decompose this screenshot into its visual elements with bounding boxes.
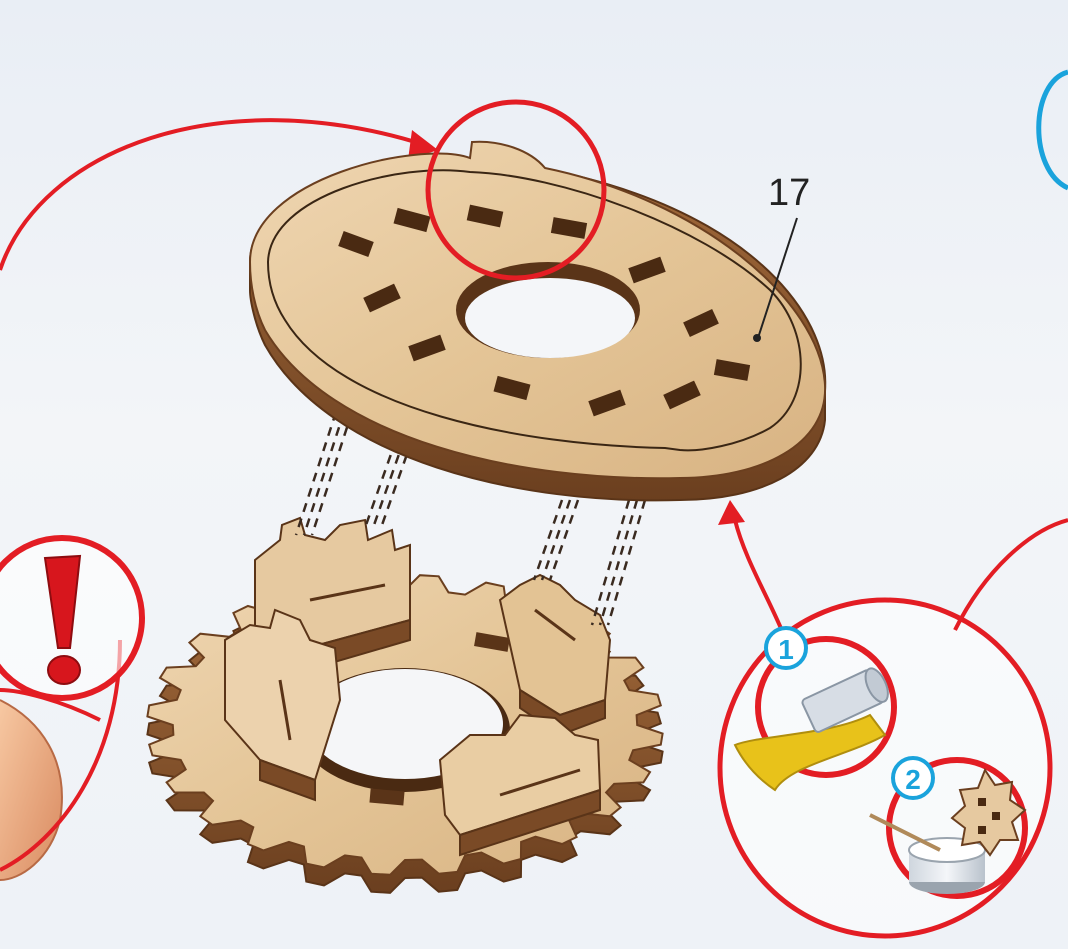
step-1-number: 1: [778, 634, 794, 665]
step-1-badge: 1: [766, 628, 806, 668]
part-number-label: 17: [768, 172, 810, 214]
disc-part-17: [250, 142, 825, 501]
steps-callout: 1 2: [720, 520, 1068, 936]
step-2-badge: 2: [893, 758, 933, 798]
callout-arrow-disc: [718, 500, 785, 638]
warning-callout: [0, 538, 142, 880]
step-2-number: 2: [905, 764, 921, 795]
step-circle-partial: [1039, 72, 1068, 188]
